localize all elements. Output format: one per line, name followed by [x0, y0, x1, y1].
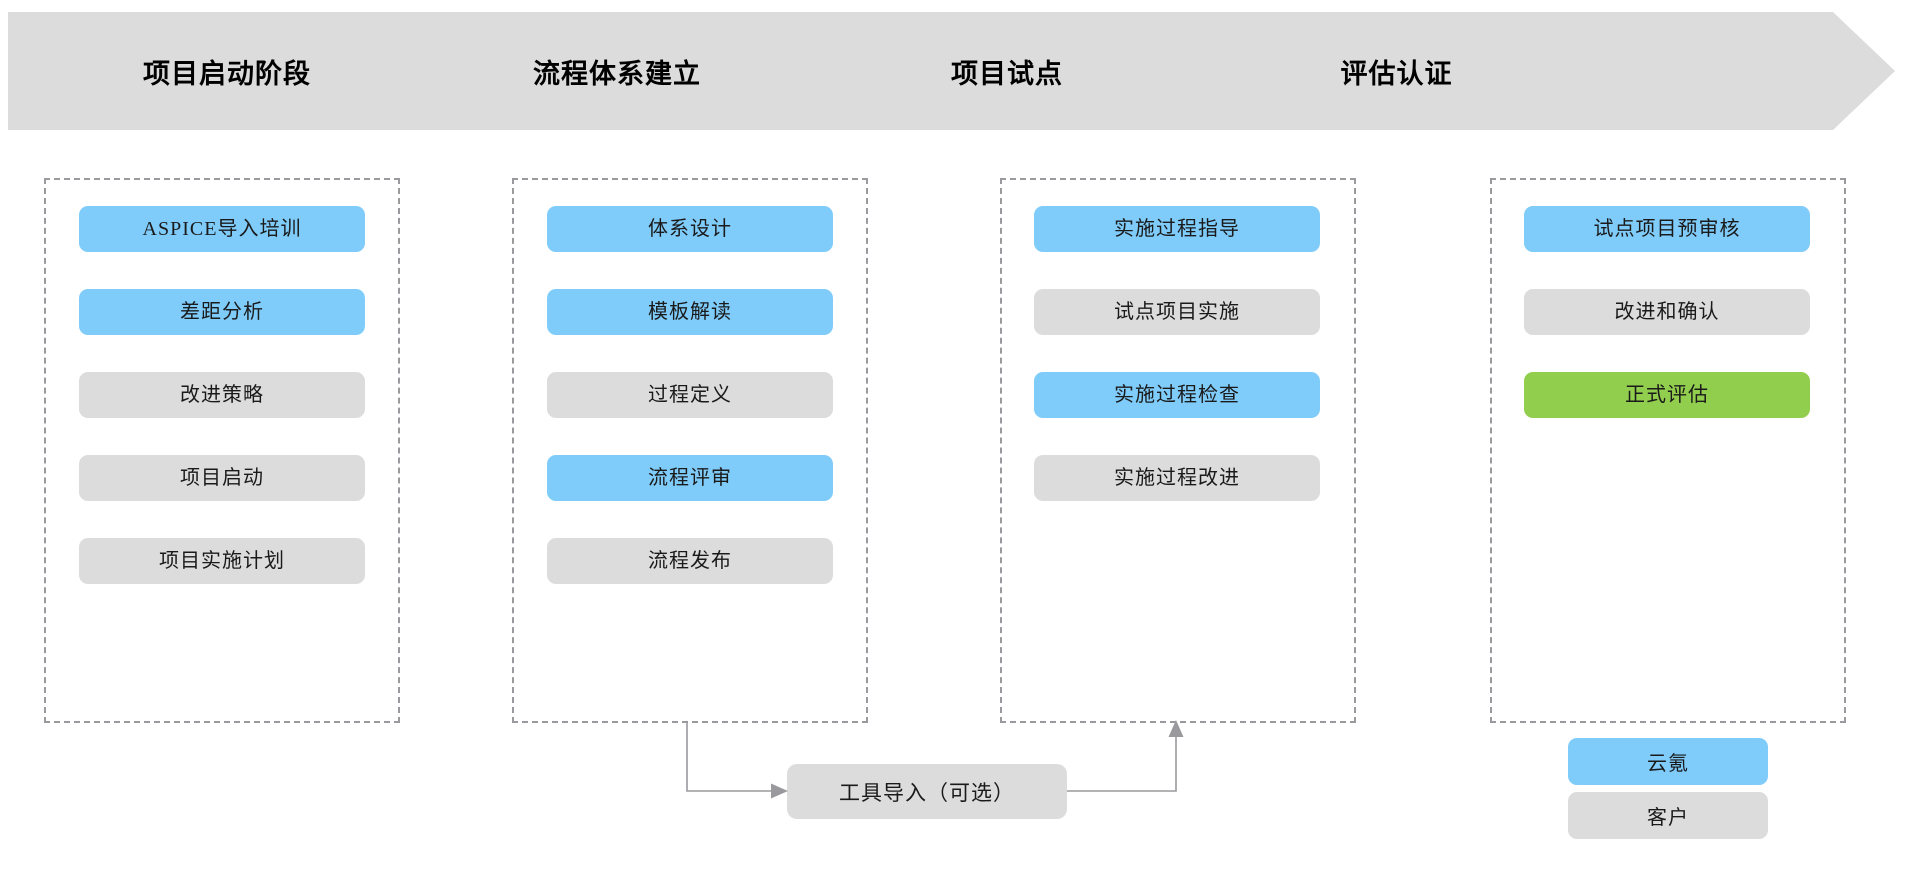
activity-label: 实施过程指导 — [1114, 218, 1240, 240]
legend-label: 客户 — [1647, 807, 1689, 829]
activity-process-release[interactable]: 流程发布 — [547, 538, 833, 584]
activity-label: 实施过程改进 — [1114, 467, 1240, 489]
activity-label: 实施过程检查 — [1114, 384, 1240, 406]
phase-header-2-label: 流程体系建立 — [533, 58, 701, 89]
legend-label: 云氪 — [1647, 753, 1689, 775]
activity-implementation-plan[interactable]: 项目实施计划 — [79, 538, 365, 584]
phase-header-2[interactable]: 流程体系建立 — [398, 12, 860, 130]
connector-tool-to-pilot — [1067, 720, 1184, 792]
phase-header-band: 项目启动阶段 流程体系建立 项目试点 评估认证 — [0, 0, 1905, 142]
activity-aspice-training[interactable]: ASPICE导入培训 — [79, 206, 365, 252]
activity-pilot-execution[interactable]: 试点项目实施 — [1034, 289, 1320, 335]
activity-system-design[interactable]: 体系设计 — [547, 206, 833, 252]
legend-item-client[interactable]: 客户 — [1568, 792, 1768, 839]
phase-header-4[interactable]: 评估认证 — [1178, 12, 1895, 130]
activity-improvement-strategy[interactable]: 改进策略 — [79, 372, 365, 418]
activity-process-definition[interactable]: 过程定义 — [547, 372, 833, 418]
activity-label: 正式评估 — [1625, 384, 1709, 406]
phase-container-3 — [1000, 178, 1356, 723]
legend-item-vendor[interactable]: 云氪 — [1568, 738, 1768, 785]
activity-implementation-check[interactable]: 实施过程检查 — [1034, 372, 1320, 418]
activity-label: 项目启动 — [180, 467, 264, 489]
phase-header-4-label: 评估认证 — [1340, 58, 1453, 89]
phase-header-3[interactable]: 项目试点 — [788, 12, 1250, 130]
phase-header-1-label: 项目启动阶段 — [143, 58, 311, 89]
phase-container-2 — [512, 178, 868, 723]
activity-pilot-pre-audit[interactable]: 试点项目预审核 — [1524, 206, 1810, 252]
activity-label: 体系设计 — [648, 218, 732, 240]
activity-label: 过程定义 — [648, 384, 732, 406]
activity-label: 差距分析 — [180, 301, 264, 323]
phase-header-3-label: 项目试点 — [951, 58, 1063, 89]
activity-label: 流程评审 — [648, 467, 732, 489]
activity-gap-analysis[interactable]: 差距分析 — [79, 289, 365, 335]
activity-label: ASPICE导入培训 — [142, 218, 302, 240]
activity-improve-and-confirm[interactable]: 改进和确认 — [1524, 289, 1810, 335]
activity-label: 试点项目实施 — [1114, 301, 1240, 323]
activity-project-kickoff[interactable]: 项目启动 — [79, 455, 365, 501]
connector-process-to-tool — [686, 723, 788, 799]
activity-implementation-coaching[interactable]: 实施过程指导 — [1034, 206, 1320, 252]
activity-label: 改进策略 — [180, 384, 264, 406]
phase-header-1[interactable]: 项目启动阶段 — [8, 12, 470, 130]
activity-label: 试点项目预审核 — [1593, 218, 1741, 240]
phase-container-4 — [1490, 178, 1846, 723]
activity-implementation-improvement[interactable]: 实施过程改进 — [1034, 455, 1320, 501]
activity-label: 流程发布 — [648, 550, 732, 572]
phase-container-1 — [44, 178, 400, 723]
activity-label: 模板解读 — [648, 301, 732, 323]
activity-template-walkthrough[interactable]: 模板解读 — [547, 289, 833, 335]
activity-label: 改进和确认 — [1614, 301, 1720, 323]
activity-label: 项目实施计划 — [159, 550, 285, 572]
optional-tool-import-label: 工具导入（可选） — [839, 780, 1015, 805]
activity-formal-assessment[interactable]: 正式评估 — [1524, 372, 1810, 418]
activity-process-review[interactable]: 流程评审 — [547, 455, 833, 501]
optional-tool-import-box[interactable]: 工具导入（可选） — [787, 764, 1067, 819]
